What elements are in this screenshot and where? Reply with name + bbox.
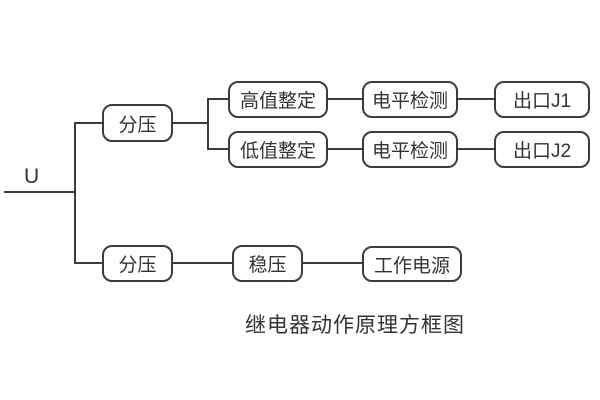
node-level-detection-2: 电平检测 <box>362 131 458 168</box>
connector-branch-to-high <box>207 98 228 100</box>
node-voltage-divider-bottom: 分压 <box>102 245 173 282</box>
node-high-value-setting: 高值整定 <box>228 81 328 118</box>
connector-regulator-to-power <box>303 262 362 264</box>
connector-detect-to-j1 <box>458 98 494 100</box>
connector-detect-to-j2 <box>458 148 494 150</box>
node-voltage-divider-top: 分压 <box>102 104 173 142</box>
connector-divider-to-regulator <box>173 262 232 264</box>
node-voltage-regulator: 稳压 <box>232 245 303 282</box>
connector-to-divider-top <box>74 122 102 124</box>
node-low-value-setting: 低值整定 <box>228 131 328 168</box>
input-voltage-label: U <box>24 165 40 188</box>
connector-branch-to-low <box>207 148 228 150</box>
connector-input-line <box>4 191 75 193</box>
connector-branch-vertical <box>207 98 209 150</box>
node-working-power-supply: 工作电源 <box>362 246 462 282</box>
node-output-j1: 出口J1 <box>494 81 590 118</box>
connector-divider-to-branch <box>173 122 208 124</box>
node-level-detection-1: 电平检测 <box>362 81 458 118</box>
connector-main-vertical <box>74 122 76 264</box>
connector-to-divider-bottom <box>74 262 102 264</box>
connector-low-to-detect <box>328 148 362 150</box>
node-output-j2: 出口J2 <box>494 131 590 168</box>
connector-high-to-detect <box>328 98 362 100</box>
diagram-caption: 继电器动作原理方框图 <box>245 314 465 337</box>
